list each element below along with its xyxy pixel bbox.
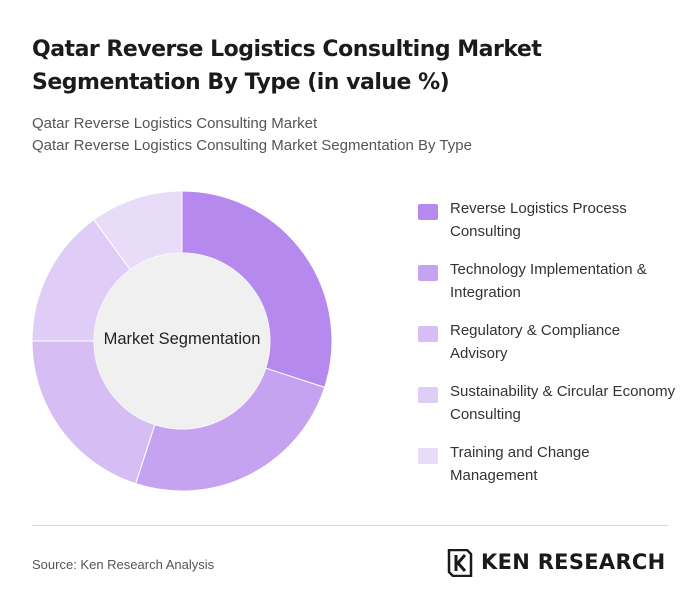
legend-swatch [418, 448, 438, 464]
legend-swatch [418, 265, 438, 281]
legend-item: Reverse Logistics Process Consulting [418, 198, 678, 259]
footer-divider [32, 525, 668, 526]
donut-hole [94, 253, 270, 429]
legend-item: Technology Implementation & Integration [418, 259, 678, 320]
donut-chart [31, 190, 333, 492]
legend-swatch [418, 326, 438, 342]
chart-subtitle: Qatar Reverse Logistics Consulting Marke… [32, 113, 472, 156]
subtitle-line-2: Qatar Reverse Logistics Consulting Marke… [32, 136, 472, 154]
legend-swatch [418, 204, 438, 220]
logo-text: KEN RESEARCH [481, 550, 666, 574]
legend-item: Training and Change Management [418, 442, 678, 503]
donut-center-label: Market Segmentation [103, 330, 261, 348]
legend-label: Reverse Logistics Process Consulting [450, 200, 627, 240]
subtitle-line-1: Qatar Reverse Logistics Consulting Marke… [32, 115, 318, 132]
chart-legend: Reverse Logistics Process Consulting Tec… [418, 198, 678, 503]
legend-label: Technology Implementation & Integration [450, 261, 647, 301]
legend-swatch [418, 387, 438, 403]
legend-label: Training and Change Management [450, 444, 590, 484]
ken-logo-icon [447, 549, 473, 577]
legend-label: Regulatory & Compliance Advisory [450, 322, 621, 362]
legend-item: Regulatory & Compliance Advisory [418, 320, 678, 381]
legend-item: Sustainability & Circular Economy Consul… [418, 381, 678, 442]
source-note: Source: Ken Research Analysis [32, 557, 215, 572]
chart-title: Qatar Reverse Logistics Consulting Marke… [32, 37, 542, 95]
ken-research-logo: KEN RESEARCH [447, 549, 669, 577]
legend-label: Sustainability & Circular Economy Consul… [450, 383, 676, 423]
